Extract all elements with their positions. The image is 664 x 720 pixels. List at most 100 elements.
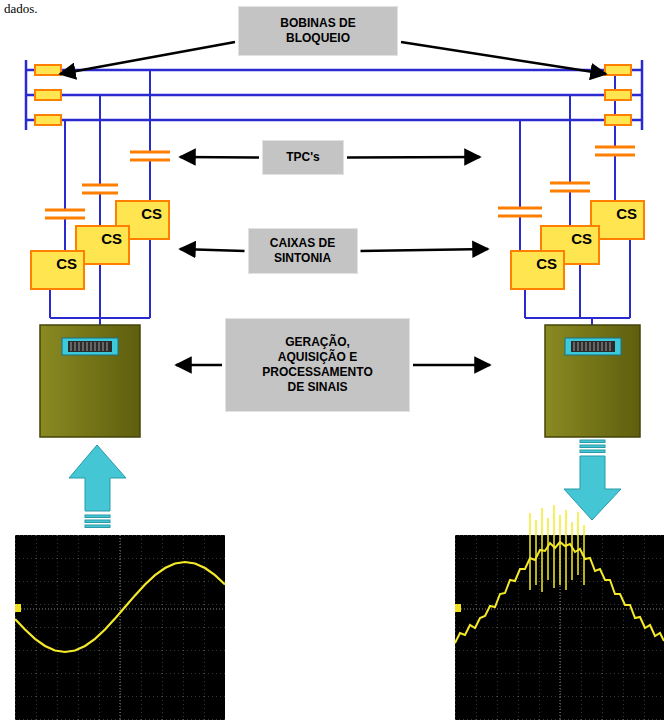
- phase-wire: [64, 218, 66, 250]
- phase-wire: [525, 317, 630, 319]
- signal-arrow: [69, 445, 126, 511]
- oscilloscope-screen: [15, 535, 225, 720]
- box-label: CS: [141, 206, 162, 223]
- blocking-coil: [35, 90, 61, 100]
- leader-arrow: [361, 249, 489, 251]
- box-label: CS: [616, 206, 637, 223]
- phase-wire: [614, 70, 616, 147]
- bus-line: [641, 60, 644, 130]
- signal-cabinet: [62, 338, 118, 355]
- phase-wire: [524, 290, 526, 318]
- phase-wire: [149, 70, 151, 152]
- phase-wire: [579, 265, 581, 318]
- capacitor-symbol: [82, 184, 118, 187]
- callout-text: CAIXAS DE SINTONIA: [258, 236, 348, 266]
- signal-cabinet: [571, 341, 615, 352]
- signal-cabinet: [574, 342, 610, 351]
- leader-arrow: [180, 156, 259, 159]
- phase-wire: [591, 318, 593, 325]
- box-label: CS: [101, 231, 122, 248]
- phase-wire: [99, 265, 101, 325]
- callout-box: GERAÇÃO, AQUISIÇÃO E PROCESSAMENTO DE SI…: [225, 318, 410, 412]
- blocking-coil: [35, 115, 61, 125]
- capacitor-symbol: [498, 215, 542, 218]
- bus-line: [26, 60, 642, 130]
- leader-arrow: [401, 42, 606, 74]
- oscilloscope-screen: [15, 609, 225, 610]
- phase-wire: [99, 95, 101, 185]
- capacitor-symbol: [82, 192, 118, 195]
- phase-wire: [519, 120, 521, 208]
- bus-line: [26, 69, 642, 72]
- capacitor-symbol: [498, 207, 542, 210]
- signal-cabinet: [68, 341, 112, 352]
- box-label: CS: [536, 256, 557, 273]
- phase-wire: [149, 240, 151, 318]
- oscilloscope-screen: [15, 604, 21, 612]
- blocking-coil: [35, 65, 61, 75]
- signal-arrow: [580, 450, 605, 453]
- oscilloscope-screen: [15, 535, 225, 720]
- leader-arrow: [60, 42, 235, 74]
- box-label: CS: [571, 231, 592, 248]
- phase-wire: [629, 240, 631, 318]
- oscilloscope-screen: [15, 505, 664, 720]
- oscilloscope-screen: [530, 505, 584, 592]
- tuning-box: CS: [510, 250, 565, 290]
- signal-arrow: [580, 440, 605, 443]
- signal-cabinet: [565, 338, 621, 355]
- signal-arrow: [69, 440, 621, 528]
- oscilloscope-screen: [120, 535, 121, 720]
- box-label: CS: [56, 256, 77, 273]
- phase-wire: [519, 216, 521, 250]
- callout-box: BOBINAS DE BLOQUEIO: [238, 6, 398, 56]
- bus-line: [26, 94, 642, 97]
- tuning-box: CS: [30, 250, 85, 290]
- leader-arrow: [347, 156, 480, 159]
- phase-wire: [149, 160, 151, 200]
- signal-arrow: [564, 456, 621, 520]
- bus-line: [25, 60, 28, 130]
- callout-box: CAIXAS DE SINTONIA: [248, 228, 358, 274]
- text-fragment: dados.: [4, 1, 38, 17]
- phase-wire: [99, 193, 101, 225]
- phase-wire: [64, 120, 66, 210]
- signal-arrow: [580, 445, 605, 448]
- signal-cabinet: [40, 325, 140, 437]
- capacitor-symbol: [130, 151, 170, 154]
- signal-cabinet: [40, 325, 640, 437]
- leader-arrow: [413, 364, 490, 367]
- oscilloscope-screen: [455, 604, 461, 612]
- capacitor-symbol: [45, 217, 85, 220]
- signal-cabinet: [545, 325, 640, 437]
- callout-text: GERAÇÃO, AQUISIÇÃO E PROCESSAMENTO DE SI…: [258, 335, 378, 395]
- signal-cabinet: [71, 342, 107, 351]
- callout-text: BOBINAS DE BLOQUEIO: [263, 16, 373, 46]
- blocking-coil: [605, 90, 631, 100]
- blocking-coil: [35, 65, 631, 125]
- callout-text: TPC's: [286, 150, 320, 165]
- oscilloscope-screen: [15, 562, 225, 652]
- phase-wire: [50, 70, 630, 325]
- phase-wire: [569, 95, 571, 183]
- capacitor-symbol: [550, 190, 590, 193]
- signal-arrow: [85, 515, 110, 518]
- capacitor-symbol: [130, 159, 170, 162]
- capacitor-symbol: [595, 146, 635, 149]
- capacitor-symbol: [45, 209, 85, 212]
- signal-arrow: [85, 525, 110, 528]
- leader-arrow: [176, 364, 222, 367]
- phase-wire: [50, 317, 150, 319]
- callout-box: TPC's: [262, 140, 344, 175]
- blocking-coil: [605, 65, 631, 75]
- phase-wire: [614, 155, 616, 200]
- phase-wire: [49, 290, 51, 318]
- bus-line: [26, 119, 642, 122]
- capacitor-symbol: [595, 154, 635, 157]
- leader-arrow: [180, 249, 245, 251]
- phase-wire: [569, 191, 571, 225]
- capacitor-symbol: [550, 182, 590, 185]
